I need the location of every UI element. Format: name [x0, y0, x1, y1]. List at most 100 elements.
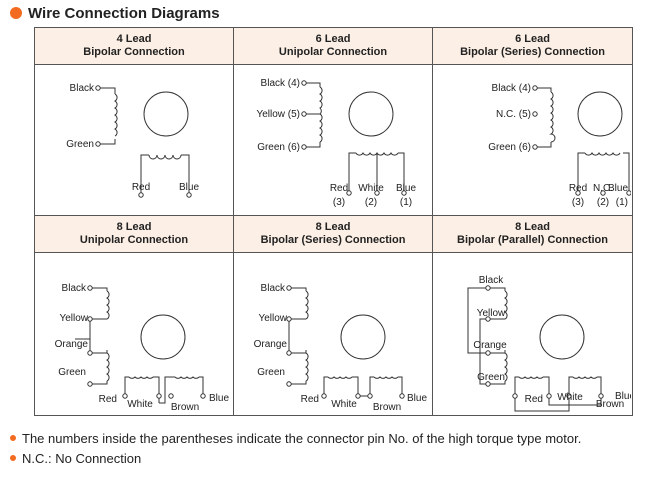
pin-blue: (1) — [616, 197, 628, 208]
wiring-diagram: Black Yellow Orange Green Red White Brow… — [55, 283, 230, 413]
motor-rotor — [348, 91, 394, 137]
cell-6lead-unipolar: 6 Lead Unipolar Connection Black (4) Yel… — [234, 28, 433, 216]
cell-header: 6 Lead Unipolar Connection — [234, 28, 432, 65]
wiring-diagram: Black (4) Yellow (5) Green (6) Red White… — [256, 78, 416, 208]
footnote-item: The numbers inside the parentheses indic… — [10, 428, 581, 448]
coil-a — [549, 91, 556, 143]
label-green: Green — [66, 139, 94, 150]
title-bar: Wire Connection Diagrams — [10, 2, 220, 24]
parallel-link-a — [467, 287, 488, 385]
wiring-diagram: Black (4) N.C. (5) Green (6) Red N.C. Bl… — [488, 83, 631, 208]
label-black: Black — [62, 283, 87, 294]
label-red: Red — [301, 394, 319, 405]
label-green: Green (6) — [488, 142, 531, 153]
wire-a — [289, 287, 307, 385]
label-green: Green — [477, 372, 505, 383]
label-yellow: Yellow — [258, 313, 287, 324]
motor-rotor — [577, 91, 623, 137]
label-blue: Blue — [407, 393, 427, 404]
label-black: Black (4) — [261, 78, 300, 89]
page-title: Wire Connection Diagrams — [28, 4, 220, 22]
coil-a — [318, 86, 323, 143]
label-green: Green — [58, 367, 86, 378]
label-black: Black (4) — [492, 83, 531, 94]
cell-header: 4 Lead Bipolar Connection — [35, 28, 233, 65]
connection-label: Bipolar (Series) Connection — [460, 46, 605, 58]
coil-b — [584, 151, 621, 156]
coil-a — [113, 93, 118, 137]
title-bullet-icon — [10, 7, 22, 19]
wire-a — [535, 87, 552, 148]
pin-red: (3) — [572, 197, 584, 208]
bullet-icon — [10, 435, 16, 441]
wire-b — [348, 152, 405, 193]
connection-label: Bipolar Connection — [83, 46, 185, 58]
coil-b — [148, 154, 182, 160]
bullet-icon — [10, 455, 16, 461]
label-orange: Orange — [473, 340, 507, 351]
wire-b — [124, 376, 204, 404]
connection-label: Bipolar (Parallel) Connection — [457, 234, 608, 246]
label-orange: Orange — [55, 339, 89, 350]
label-black: Black — [261, 283, 286, 294]
pin-red: (3) — [333, 197, 345, 208]
coil-a — [503, 290, 508, 382]
label-black: Black — [70, 83, 95, 94]
label-blue: Blue — [396, 183, 416, 194]
connection-label: Unipolar Connection — [79, 234, 189, 246]
label-blue: Blue — [608, 183, 628, 194]
wire-b — [323, 376, 403, 397]
wiring-diagram: Black Green Red Blue — [66, 83, 199, 198]
label-brown: Brown — [171, 402, 199, 413]
label-brown: Brown — [596, 399, 624, 410]
diagram-table: 4 Lead Bipolar Connection Black Green Re… — [34, 27, 633, 416]
label-red: Red — [525, 394, 543, 405]
label-yellow: Yellow (5) — [256, 109, 300, 120]
label-red: Red — [569, 183, 587, 194]
pin-nc: (2) — [597, 197, 609, 208]
connection-label: Bipolar (Series) Connection — [260, 234, 406, 246]
coil-b — [327, 376, 399, 379]
label-white: White — [358, 183, 384, 194]
coil-b — [128, 376, 200, 379]
lead-label: 8 Lead — [315, 221, 351, 233]
label-white: White — [331, 399, 357, 410]
lead-label: 8 Lead — [116, 221, 152, 233]
motor-rotor — [143, 91, 189, 137]
wiring-diagram: Black Yellow Orange Green Red White Brow… — [467, 275, 631, 412]
cell-header: 8 Lead Unipolar Connection — [35, 216, 233, 253]
cell-6lead-bipolar-series: 6 Lead Bipolar (Series) Connection Black… — [433, 28, 632, 216]
wire-a — [488, 287, 506, 385]
cell-header: 6 Lead Bipolar (Series) Connection — [433, 28, 632, 65]
motor-rotor — [140, 314, 186, 360]
wire-a — [90, 287, 108, 385]
label-brown: Brown — [373, 402, 401, 413]
cell-header: 8 Lead Bipolar (Series) Connection — [234, 216, 432, 253]
coil-b — [355, 151, 399, 156]
connection-label: Unipolar Connection — [278, 46, 388, 58]
label-blue: Blue — [179, 182, 199, 193]
wire-a — [98, 87, 116, 145]
cell-8lead-bipolar-parallel: 8 Lead Bipolar (Parallel) Connection Bla… — [433, 216, 632, 415]
cell-8lead-bipolar-series: 8 Lead Bipolar (Series) Connection Black… — [234, 216, 433, 415]
wire-b — [514, 376, 602, 396]
label-orange: Orange — [254, 339, 288, 350]
label-green: Green — [257, 367, 285, 378]
motor-rotor — [539, 314, 585, 360]
wire-b — [577, 152, 630, 193]
lead-label: 8 Lead — [515, 221, 550, 233]
label-nc2: N.C. — [593, 183, 613, 194]
motor-rotor — [340, 314, 386, 360]
label-yellow: Yellow — [59, 313, 88, 324]
label-black: Black — [479, 275, 504, 286]
label-red: Red — [132, 182, 150, 193]
footnote-text: The numbers inside the parentheses indic… — [22, 430, 582, 446]
footnote-text: N.C.: No Connection — [22, 450, 142, 466]
label-red: Red — [330, 183, 348, 194]
lead-label: 6 Lead — [315, 33, 351, 45]
coil-b — [518, 376, 598, 379]
label-white: White — [127, 399, 153, 410]
wire-b — [140, 154, 190, 195]
label-white: White — [557, 392, 583, 403]
footnote-item: N.C.: No Connection — [10, 448, 581, 468]
